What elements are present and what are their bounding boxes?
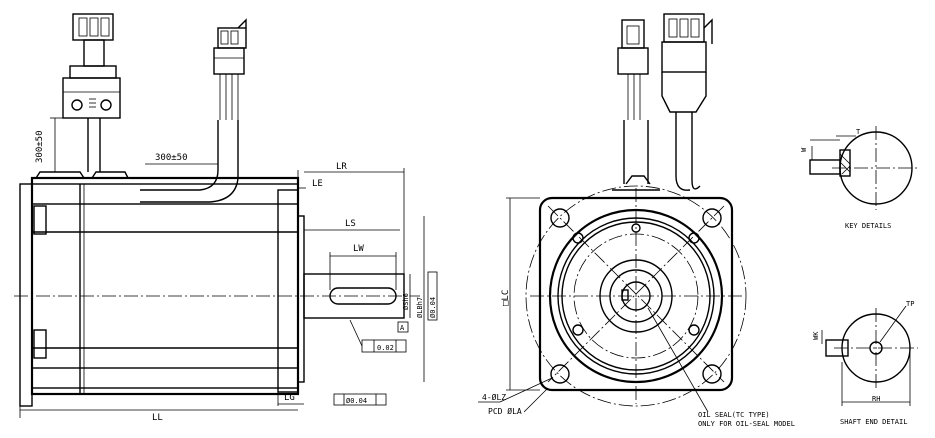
- perpendicularity-value: 0.02: [377, 344, 394, 352]
- dim-LW: LW: [353, 244, 364, 254]
- dim-LE: LE: [312, 179, 323, 189]
- dim-RH: RH: [872, 395, 880, 403]
- dim-LG: LG: [284, 393, 295, 403]
- shaft-end-label: SHAFT END DETAIL: [840, 418, 907, 426]
- key-details-label: KEY DETAILS: [845, 222, 891, 230]
- dim-LS: LS: [345, 219, 356, 229]
- oil-seal-note: OIL SEAL(TC TYPE): [698, 411, 770, 419]
- side-view: 300±50 300±50 LR LE LS: [14, 13, 438, 423]
- dim-T: T: [856, 128, 861, 136]
- dim-W: W: [800, 147, 808, 152]
- cable-length-horizontal: 300±50: [155, 153, 188, 163]
- dim-mounting-holes: 4-ØLZ: [482, 392, 506, 402]
- dim-pilot-diameter: ØLBh7: [416, 297, 424, 318]
- runout-value: Ø0.04: [346, 397, 367, 405]
- concentricity-value: Ø0.04: [429, 297, 437, 318]
- cable-length-vertical: 300±50: [35, 130, 45, 163]
- power-connector: [62, 13, 121, 172]
- shaft-end-detail: WK TP RH SHAFT END DETAIL: [812, 300, 918, 426]
- front-view: □LC 4-ØLZ PCD ØLA OIL SEAL(TC TYPE) ONLY…: [478, 13, 795, 428]
- dim-LC: □LC: [501, 290, 511, 306]
- datum-label: A: [400, 324, 405, 332]
- dim-pcd: PCD ØLA: [488, 406, 522, 416]
- dim-LL: LL: [152, 413, 163, 423]
- dim-WK: WK: [812, 331, 820, 340]
- dim-LR: LR: [336, 162, 347, 172]
- dim-shaft-diameter: ØSh6: [402, 293, 410, 310]
- oil-seal-note-2: ONLY FOR OIL-SEAL MODEL: [698, 420, 795, 428]
- key-details: T W KEY DETAILS: [800, 126, 918, 230]
- dim-TP: TP: [906, 300, 914, 308]
- encoder-connector: [140, 18, 247, 203]
